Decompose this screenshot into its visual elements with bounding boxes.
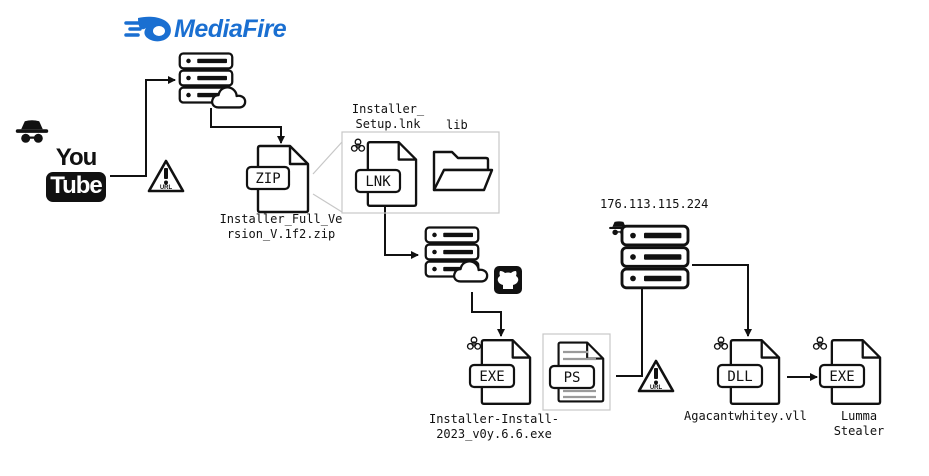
lnk-file-name: Installer_ Setup.lnk <box>351 102 425 131</box>
biohazard-icon <box>812 336 828 350</box>
lnk-badge: LNK <box>365 174 391 190</box>
hacker-icon <box>15 120 49 143</box>
dll-file: DLL <box>713 336 781 405</box>
group-frames <box>312 131 611 411</box>
stealer-exe-file: EXE <box>812 336 882 405</box>
github-icon <box>494 266 522 294</box>
mediafire-server <box>178 52 247 109</box>
url-warning-icon <box>147 159 185 193</box>
zip-callout-line <box>312 141 343 175</box>
github-to-exe-arrow <box>471 292 505 337</box>
ps-to-ip-server-line <box>616 285 643 377</box>
connectors <box>110 76 818 381</box>
lib-folder-label: lib <box>446 118 468 132</box>
dll-badge: DLL <box>727 369 752 385</box>
stealer-exe-badge: EXE <box>829 369 854 385</box>
biohazard-icon <box>466 336 482 350</box>
ps-script-frame <box>542 333 611 411</box>
exe-badge: EXE <box>479 369 504 385</box>
zip-badge: ZIP <box>255 171 280 187</box>
biohazard-icon <box>350 138 366 152</box>
ps-file: PS <box>548 341 605 403</box>
mediafire-flame-icon <box>124 16 171 42</box>
ip-server <box>609 221 690 290</box>
youtube-logo: You Tube <box>46 144 106 202</box>
exe-file-name: Installer-Install- 2023_v0y.6.6.exe <box>428 412 560 441</box>
youtube-logo-you: You <box>55 144 98 171</box>
exe-file: EXE <box>466 336 532 405</box>
dll-file-name: Agacantwhitey.vll <box>684 409 807 423</box>
zip-file: ZIP <box>245 144 310 214</box>
youtube-to-mediafire-arrow <box>110 76 176 177</box>
url-warning-icon <box>637 359 675 393</box>
lnk-to-github-server-arrow <box>384 205 419 259</box>
biohazard-icon <box>713 336 729 350</box>
lnk-file: LNK <box>350 138 418 207</box>
zip-callout-line <box>312 193 343 213</box>
mediafire-logo: MediaFire <box>124 14 287 44</box>
mediafire-to-zip-arrow <box>210 108 285 144</box>
lib-folder <box>432 150 494 192</box>
mediafire-wordmark: MediaFire <box>174 14 287 43</box>
ip-server-to-dll-arrow <box>692 264 752 337</box>
youtube-logo-tube: Tube <box>46 172 106 202</box>
lumma-stealer-label: Lumma Stealer <box>833 409 885 438</box>
zip-file-name: Installer_Full_Ve rsion_V.1f2.zip <box>219 212 343 241</box>
zip-contents-frame <box>341 131 500 214</box>
ip-address-label: 176.113.115.224 <box>600 197 709 211</box>
github-server <box>424 226 522 294</box>
server-icon <box>620 224 690 290</box>
ps-badge: PS <box>564 370 581 386</box>
